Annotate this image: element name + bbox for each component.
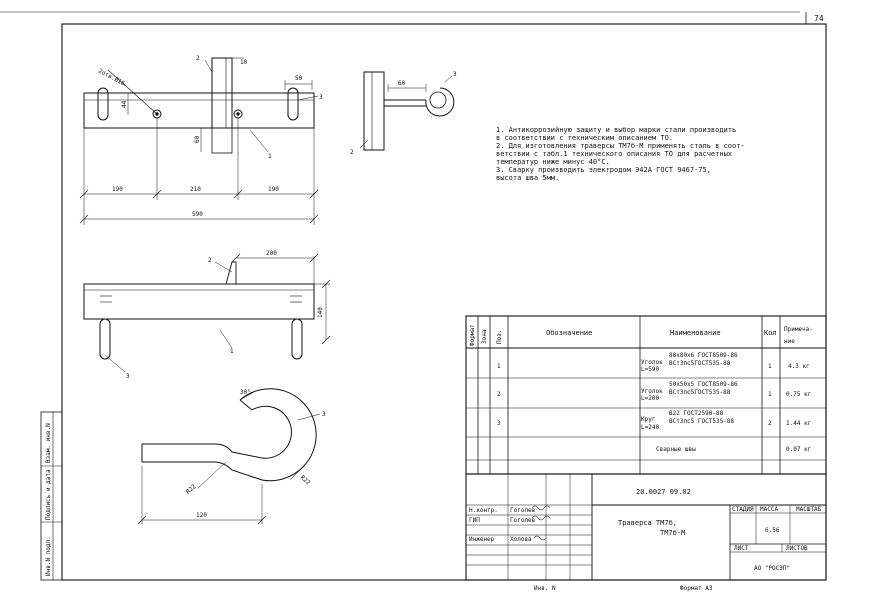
note-line-7: высота шва 5мм. [496, 174, 559, 182]
row1-qty: 1 [768, 363, 772, 370]
dim-30-deg: 30° [240, 389, 251, 396]
dim-side-60: 60 [398, 80, 406, 87]
role-3: Инженер [469, 536, 495, 543]
hook-detail-drawing [137, 388, 321, 525]
name-1: Гоголев [510, 507, 535, 514]
note-line-5: температур ниже минус 40°С. [496, 158, 610, 166]
leader-1a: 1 [268, 153, 272, 160]
leader-3b: 3 [453, 71, 457, 78]
dim-r22-left: R22 [185, 483, 198, 496]
row2-name-b: L=200 [641, 395, 659, 402]
note-line-6: 3. Сварку производить электродом Э42А ГО… [496, 166, 711, 174]
sheet-label: ЛИСТ [734, 545, 749, 552]
row2-pos: 2 [497, 391, 501, 398]
note-line-1: 1. Антикоррозийную защиту и выбор марки … [496, 126, 736, 134]
stamp-inv-orig: Инв.N подл. [45, 536, 52, 576]
scale-label: МАСШТАБ [796, 506, 822, 513]
leader-3c: 3 [126, 373, 130, 380]
dim-50: 50 [295, 75, 303, 82]
dim-200: 200 [266, 250, 277, 257]
row2-std-a: 50х50х5 ГОСТ8509-86 [669, 381, 738, 388]
th-format: Формат [469, 324, 476, 346]
doc-code: 20.0027 09.02 [636, 488, 691, 496]
th-zone: Зона [481, 329, 488, 344]
weld-note: 0.07 кг [786, 446, 811, 453]
leader-3a: 3 [319, 94, 323, 101]
row1-std-a: 80х80х6 ГОСТ8509-86 [669, 352, 738, 359]
row3-pos: 3 [497, 420, 501, 427]
signature-3 [533, 535, 547, 541]
name-2: Гоголев [510, 517, 535, 524]
dim-190-left: 190 [112, 186, 123, 193]
weld-label: Сварные швы [656, 446, 696, 453]
leader-2a: 2 [196, 55, 200, 62]
dim-10: 10 [240, 59, 248, 66]
leader-2c: 2 [208, 257, 212, 264]
row3-name-b: L=240 [641, 424, 659, 431]
th-pos: Поз. [496, 330, 503, 344]
th-note-2: ние [784, 338, 795, 345]
dim-190-right: 190 [268, 186, 279, 193]
title-line-2: ТМ7б-М [660, 529, 685, 537]
dim-590: 590 [192, 211, 203, 218]
stamp-sign-date: Подпись и дата [45, 469, 52, 520]
row1-name-a: Уголок [641, 359, 663, 366]
sheets-label: ЛИСТОВ [786, 545, 808, 552]
th-note-1: Примеча- [784, 326, 813, 333]
role-2: ГИП [469, 517, 480, 524]
th-name: Наименование [670, 329, 721, 337]
dim-holes: 2отв.Ø16 [97, 68, 126, 88]
mass-value: 6.56 [765, 527, 780, 534]
row3-note: 1.44 кг [786, 420, 811, 427]
leader-1c: 1 [230, 348, 234, 355]
row1-pos: 1 [497, 363, 501, 370]
stamp-replace-inv: Взам. инв.N [45, 423, 52, 463]
dim-44: 44 [121, 100, 128, 108]
dim-r22-right: R22 [299, 474, 312, 487]
signature-2 [531, 515, 551, 521]
org-name: АО "РОСЭП" [754, 565, 790, 572]
row3-std-a: В22 ГОСТ2590-88 [669, 410, 724, 417]
inv-label: Инв. N [534, 585, 556, 592]
front-view-drawing [83, 253, 331, 373]
row2-std-b: ВСт3пс5ГОСТ535-88 [669, 389, 731, 396]
th-qty: Кол [764, 329, 777, 337]
dim-210: 210 [190, 186, 201, 193]
note-line-3: 2. Для изготовления траверсы ТМ7б-М прим… [496, 142, 745, 150]
signature-1 [531, 505, 551, 511]
row2-note: 0.75 кг [786, 391, 811, 398]
title-block [465, 473, 827, 581]
side-view-drawing [359, 71, 455, 151]
note-line-2: в соответствии с техническим описанием Т… [496, 134, 673, 142]
mass-label: МАССА [760, 506, 778, 513]
note-line-4: ветствии с табл.1 технического описания … [496, 150, 732, 158]
row3-std-b: ВСт3пс5 ГОСТ535-88 [669, 418, 734, 425]
dim-60: 60 [194, 135, 201, 143]
th-designation: Обозначение [546, 329, 592, 337]
title-line-1: Траверса ТМ7б, [618, 519, 677, 527]
dim-140: 140 [317, 307, 324, 318]
row2-qty: 1 [768, 391, 772, 398]
leader-2b: 2 [350, 149, 354, 156]
name-3: Холова [510, 536, 532, 543]
row1-note: 4.3 кг [788, 363, 810, 370]
row3-name-a: Круг [641, 416, 655, 423]
row1-name-b: L=590 [641, 366, 659, 373]
row2-name-a: Уголок [641, 388, 663, 395]
top-view-drawing [79, 57, 319, 225]
leader-3d: 3 [322, 411, 326, 418]
page-number: 74 [814, 14, 824, 23]
role-1: Н.контр. [469, 507, 498, 514]
dim-120: 120 [196, 512, 207, 519]
row3-qty: 2 [768, 420, 772, 427]
stage-label: СТАДИЯ [732, 506, 754, 513]
row1-std-b: ВСт3пс5ГОСТ535-88 [669, 360, 731, 367]
format-label: Формат А3 [680, 585, 713, 592]
